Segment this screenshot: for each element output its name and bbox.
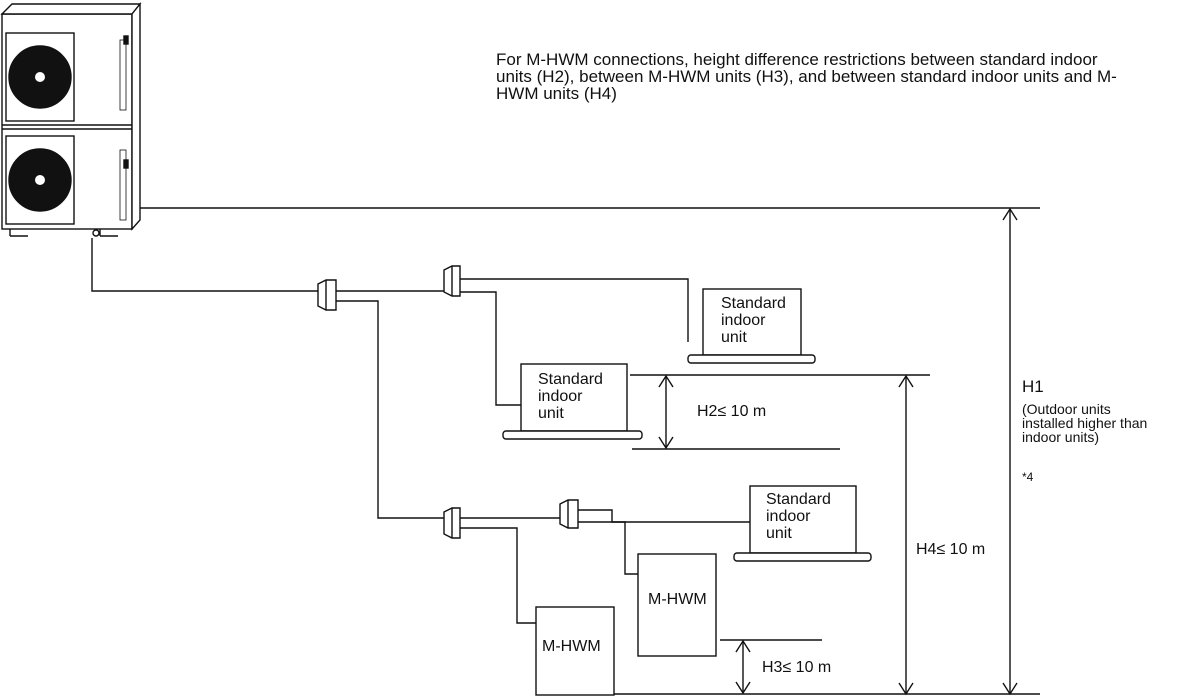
h1-footnote: *4 (1022, 470, 1034, 484)
standard-indoor-unit-low-label: Standard indoor unit (766, 491, 831, 542)
mhwm-unit-upper-label: M-HWM (648, 591, 707, 608)
standard-indoor-unit-top (687, 288, 816, 364)
outdoor-unit (0, 2, 142, 237)
h3-label: H3≤ 10 m (762, 659, 832, 676)
mhwm-unit-lower (535, 606, 615, 696)
h4-dimension-arrow (898, 374, 914, 696)
h1-dimension-arrow (1002, 207, 1018, 696)
standard-indoor-unit-top-label: Standard indoor unit (721, 295, 786, 346)
mhwm-unit-lower-label: M-HWM (542, 638, 601, 655)
standard-indoor-unit-middle-label: Standard indoor unit (538, 371, 603, 422)
h3-dimension-arrow (735, 639, 751, 695)
h1-label: H1 (1022, 377, 1044, 396)
branch-joint (317, 265, 579, 539)
h2-label: H2≤ 10 m (697, 403, 767, 420)
h4-label: H4≤ 10 m (916, 541, 986, 558)
note-text: For M-HWM connections, height difference… (496, 50, 1117, 103)
refrigerant-piping (91, 238, 750, 624)
mhwm-unit-upper (637, 553, 717, 657)
h1-note: (Outdoor units installed higher than ind… (1022, 401, 1148, 445)
h2-dimension-arrow (658, 374, 674, 450)
standard-indoor-unit-middle (502, 363, 643, 440)
standard-indoor-unit-low (733, 485, 872, 562)
